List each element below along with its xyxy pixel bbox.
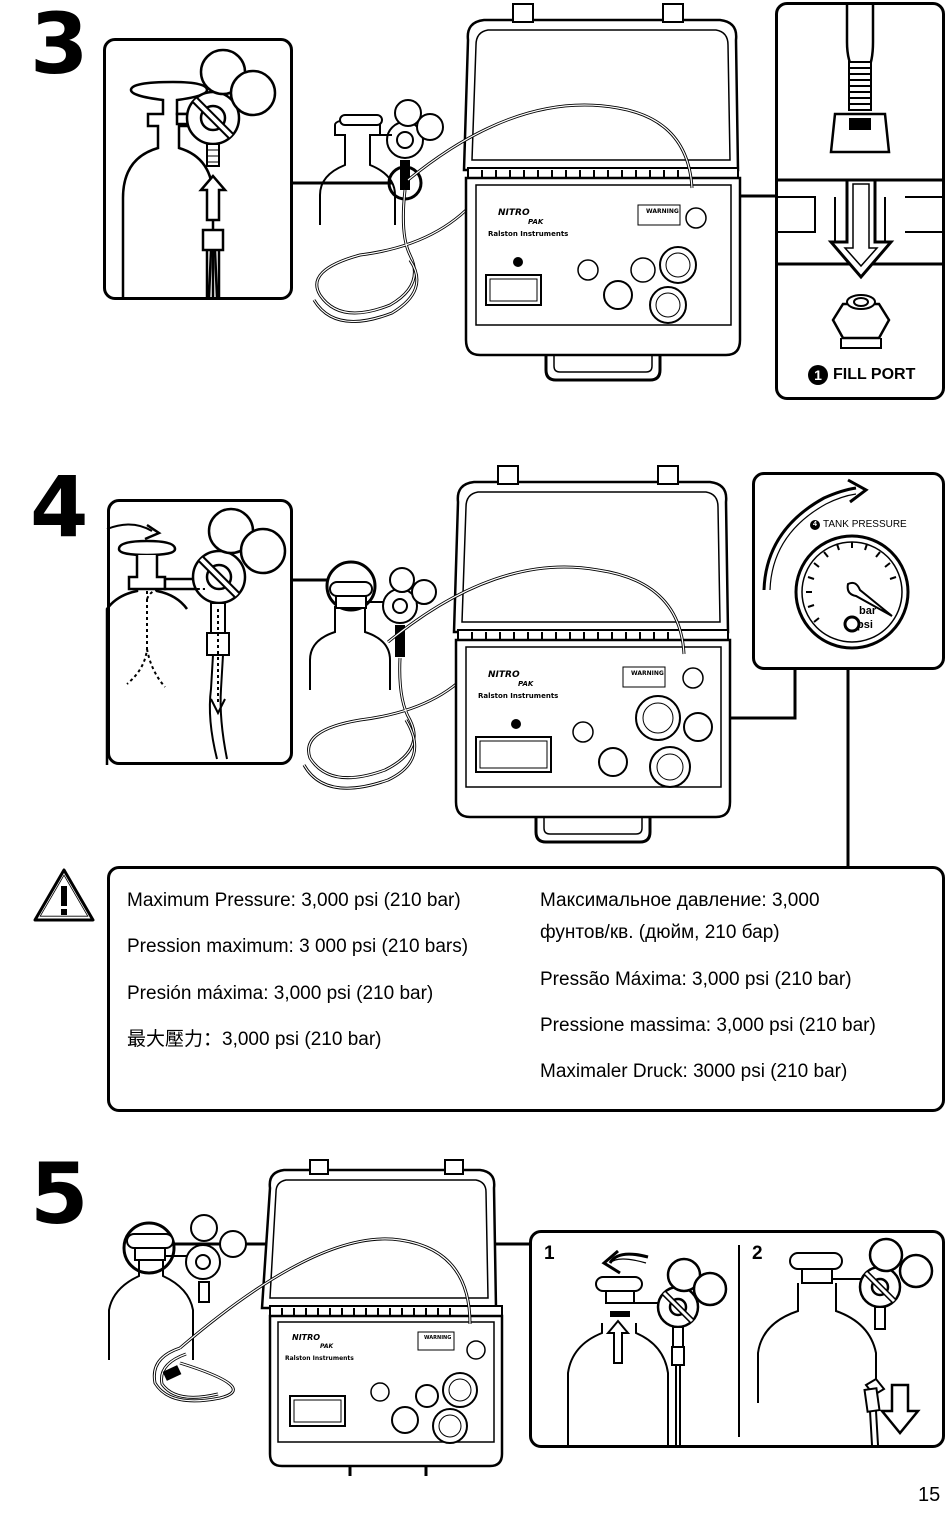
svg-text:PAK: PAK	[518, 680, 534, 688]
warning-text-en: Maximum Pressure: 3,000 psi (210 bar)	[127, 890, 461, 911]
warning-text-de: Maximaler Druck: 3000 psi (210 bar)	[540, 1061, 848, 1083]
step4-tank-pressure-gauge-detail: 4 TANK PRESSURE bar psi	[752, 472, 945, 670]
step5-panel-1-label: 1	[544, 1243, 555, 1264]
fill-port-callout: 1 FILL PORT	[808, 365, 915, 385]
warning-text-pt: Pressão Máxima: 3,000 psi (210 bar)	[540, 968, 852, 990]
svg-text:NITRO: NITRO	[498, 208, 530, 218]
gauge-unit-bar: bar	[859, 605, 877, 617]
step-number-4: 4	[30, 458, 88, 556]
svg-text:WARNING: WARNING	[646, 208, 679, 215]
step4-valve-open-detail	[105, 499, 293, 765]
step4-cylinder-with-hose	[302, 567, 477, 790]
max-pressure-warning-box: Maximum Pressure: 3,000 psi (210 bar) Pr…	[107, 866, 945, 1112]
svg-text:WARNING: WARNING	[631, 670, 664, 677]
warning-triangle-icon	[33, 868, 95, 922]
svg-text:NITRO: NITRO	[292, 1333, 320, 1342]
warning-text-fr: Pression maximum: 3 000 psi (210 bars)	[127, 936, 469, 958]
warning-text-it: Pressione massima: 3,000 psi (210 bar)	[540, 1014, 876, 1036]
step3-cylinder-with-hose	[312, 99, 482, 323]
close-valve-panel-2	[757, 1237, 934, 1446]
step5-panel-2-label: 2	[752, 1243, 763, 1264]
svg-text:Ralston Instruments: Ralston Instruments	[478, 692, 558, 700]
svg-text:NITRO: NITRO	[488, 670, 520, 680]
tank-pressure-gauge	[762, 478, 910, 650]
step3-regulator-detail	[103, 38, 293, 300]
close-valve-panel-1	[567, 1249, 728, 1445]
warning-left-column: Maximum Pressure: 3,000 psi (210 bar) Pr…	[127, 885, 527, 1070]
tank-pressure-badge: 4	[810, 519, 820, 530]
svg-text:PAK: PAK	[320, 1343, 334, 1350]
step5-nitropak-case: NITRO PAK WARNING Ralston Instruments	[152, 1159, 504, 1476]
step3-fill-port-detail: 1 FILL PORT	[775, 2, 945, 400]
svg-text:Ralston Instruments: Ralston Instruments	[285, 1355, 354, 1362]
svg-text:WARNING: WARNING	[424, 1335, 451, 1341]
regulator-connect-illustration	[121, 48, 277, 300]
warning-text-ru: Максимальное давление: 3,000 фунтов/кв. …	[540, 890, 820, 944]
fill-port-illustration	[775, 2, 945, 349]
tank-pressure-label: 4 TANK PRESSURE	[810, 519, 907, 530]
step5-panel-divider	[738, 1245, 740, 1437]
svg-text:Ralston Instruments: Ralston Instruments	[488, 230, 568, 238]
step5-close-valve-detail: 1 2	[529, 1230, 945, 1448]
fill-port-label: FILL PORT	[833, 366, 916, 383]
page-number: 15	[918, 1484, 941, 1506]
warning-text-es: Presión máxima: 3,000 psi (210 bar)	[127, 982, 434, 1004]
step5-cylinder	[108, 1214, 247, 1360]
valve-open-illustration	[105, 507, 287, 765]
warning-text-zh: 最大壓力：3,000 psi (210 bar)	[127, 1028, 382, 1050]
callout-number-badge: 1	[808, 365, 828, 385]
gauge-unit-psi: psi	[857, 619, 873, 631]
tank-pressure-text: TANK PRESSURE	[823, 519, 907, 530]
step-number-3: 3	[30, 0, 88, 93]
warning-right-column: Максимальное давление: 3,000 фунтов/кв. …	[540, 885, 935, 1102]
step-number-5: 5	[30, 1145, 88, 1243]
step4-nitropak-case: NITRO PAK WARNING Ralston Instruments	[387, 465, 732, 844]
svg-text:PAK: PAK	[528, 218, 544, 226]
step3-nitropak-case: NITRO PAK WARNING Ralston Instruments	[407, 3, 742, 382]
